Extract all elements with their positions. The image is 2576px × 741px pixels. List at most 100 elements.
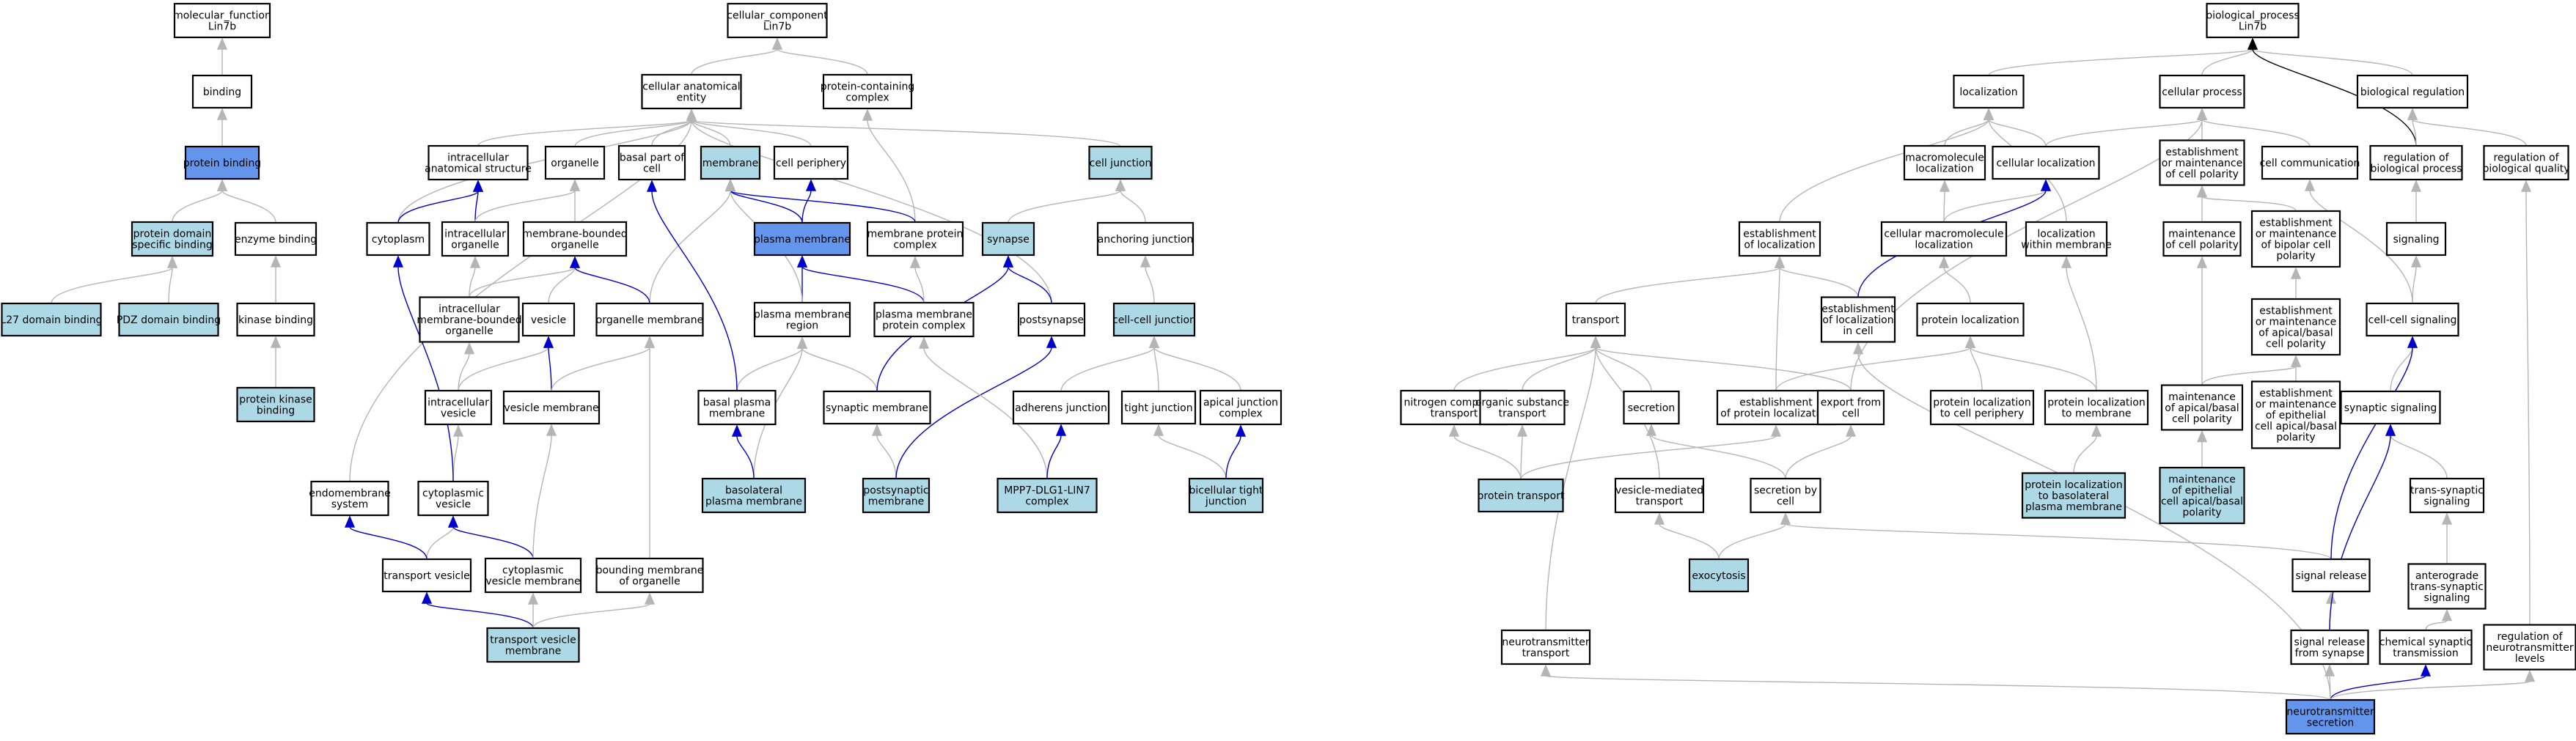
- go-term-node-binding[interactable]: binding: [191, 74, 253, 109]
- go-term-node-cellper[interactable]: cell periphery: [773, 145, 849, 180]
- node-label: synaptic signaling: [2344, 402, 2437, 414]
- go-term-node-transport[interactable]: transport: [1565, 302, 1626, 337]
- go-term-node-sigrel[interactable]: signal release: [2291, 558, 2371, 593]
- go-term-node-l27[interactable]: L27 domain binding: [0, 302, 103, 337]
- go-term-node-anchj[interactable]: anchoring junction: [1096, 221, 1195, 257]
- go-term-node-protloc[interactable]: protein localization: [1916, 302, 2025, 337]
- go-term-node-prottrans[interactable]: protein transport: [1478, 478, 1565, 513]
- go-term-node-postsyn[interactable]: postsynapse: [1017, 302, 1086, 337]
- node-box: [419, 296, 520, 343]
- go-term-node-synsig[interactable]: synaptic signaling: [2340, 390, 2441, 425]
- go-term-node-synapse[interactable]: synapse: [981, 221, 1035, 257]
- go-term-node-pm[interactable]: plasma membrane: [753, 221, 851, 257]
- go-term-node-signaling[interactable]: signaling: [2385, 221, 2447, 257]
- go-term-node-pdz[interactable]: PDZ domain binding: [117, 302, 221, 337]
- go-term-node-kinbind[interactable]: kinase binding: [236, 302, 315, 337]
- go-term-node-protbind[interactable]: protein binding: [183, 145, 261, 180]
- go-term-node-ccjunc[interactable]: cell-cell junction: [1112, 302, 1196, 337]
- edge-cellproc-to-bp: [2201, 37, 2258, 76]
- go-term-node-ccj[interactable]: cell junction: [1088, 145, 1153, 180]
- go-term-node-ccsig[interactable]: cell-cell signaling: [2366, 302, 2459, 337]
- go-term-node-orgmem[interactable]: organelle membrane: [595, 302, 704, 337]
- go-term-node-vesmem[interactable]: vesicle membrane: [502, 390, 601, 425]
- go-term-node-tightj[interactable]: tight junction: [1120, 390, 1197, 425]
- node-box: [2285, 698, 2376, 735]
- node-label: binding: [203, 86, 241, 98]
- go-term-node-cellloc[interactable]: cellular localization: [1992, 145, 2100, 180]
- go-term-node-organelle[interactable]: organelle: [544, 145, 606, 180]
- go-term-node-localization[interactable]: localization: [1953, 74, 2025, 109]
- edge-signaling-to-rbp: [2410, 180, 2422, 223]
- go-term-node-exocytosis[interactable]: exocytosis: [1688, 558, 1750, 593]
- go-term-node-secretion[interactable]: secretion: [1623, 390, 1680, 425]
- go-term-node-bioreg[interactable]: biological regulation: [2356, 74, 2469, 109]
- go-term-node-transves[interactable]: transport vesicle: [381, 558, 472, 593]
- go-term-node-cellproc[interactable]: cellular process: [2159, 74, 2245, 109]
- go-term-node-enzbind[interactable]: enzyme binding: [234, 221, 318, 257]
- go-term-node-vesicle[interactable]: vesicle: [521, 302, 576, 337]
- go-term-node-synmem[interactable]: synaptic membrane: [823, 390, 931, 425]
- go-term-node-cytoplasm[interactable]: cytoplasm: [366, 221, 430, 257]
- go-term-node-cellcomm[interactable]: cell communication: [2260, 145, 2360, 180]
- go-term-node-adhj[interactable]: adherens junction: [1012, 390, 1110, 425]
- go-term-node-membrane[interactable]: membrane: [700, 145, 761, 180]
- edge-localization-to-bp: [1988, 37, 2258, 76]
